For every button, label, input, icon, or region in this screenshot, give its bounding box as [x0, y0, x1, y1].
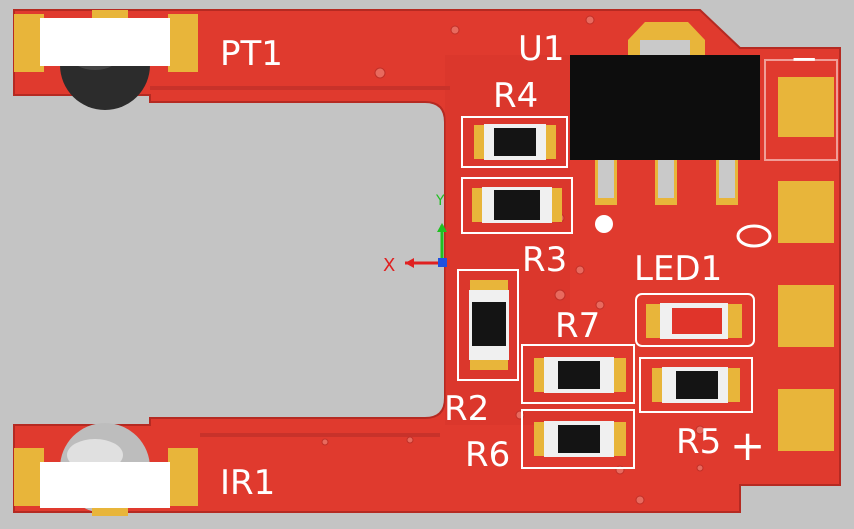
resistor-r4 [461, 116, 568, 168]
label-led1: LED1 [634, 249, 722, 289]
led-polarity-mark [736, 224, 772, 248]
resistor-r5 [639, 357, 753, 413]
label-r5: R5 [676, 422, 721, 462]
trace-top [150, 86, 450, 90]
connector-pads [764, 59, 838, 451]
label-r2: R2 [444, 389, 489, 429]
axis-y-label: Y [435, 193, 445, 209]
regulator-u1 [570, 22, 760, 233]
resistor-r7 [521, 344, 635, 404]
label-pt1: PT1 [220, 34, 283, 74]
led1 [635, 224, 772, 347]
label-r4: R4 [493, 76, 538, 116]
trace-bottom [200, 433, 440, 437]
label-u1: U1 [518, 29, 565, 69]
origin-axis-marker: X Y [383, 193, 447, 276]
resistor-r3 [461, 177, 573, 234]
ir-emitter-ir1 [14, 423, 198, 516]
label-r3: R3 [522, 240, 567, 280]
label-r7: R7 [555, 306, 600, 346]
phototransistor-pt1 [14, 10, 198, 110]
label-ir1: IR1 [220, 463, 275, 503]
resistor-r2 [457, 269, 519, 381]
resistor-r6 [521, 409, 635, 469]
axis-x-label: X [383, 255, 395, 276]
minus-mark: − [790, 39, 819, 79]
plus-mark: + [730, 421, 765, 470]
label-r6: R6 [465, 435, 510, 475]
